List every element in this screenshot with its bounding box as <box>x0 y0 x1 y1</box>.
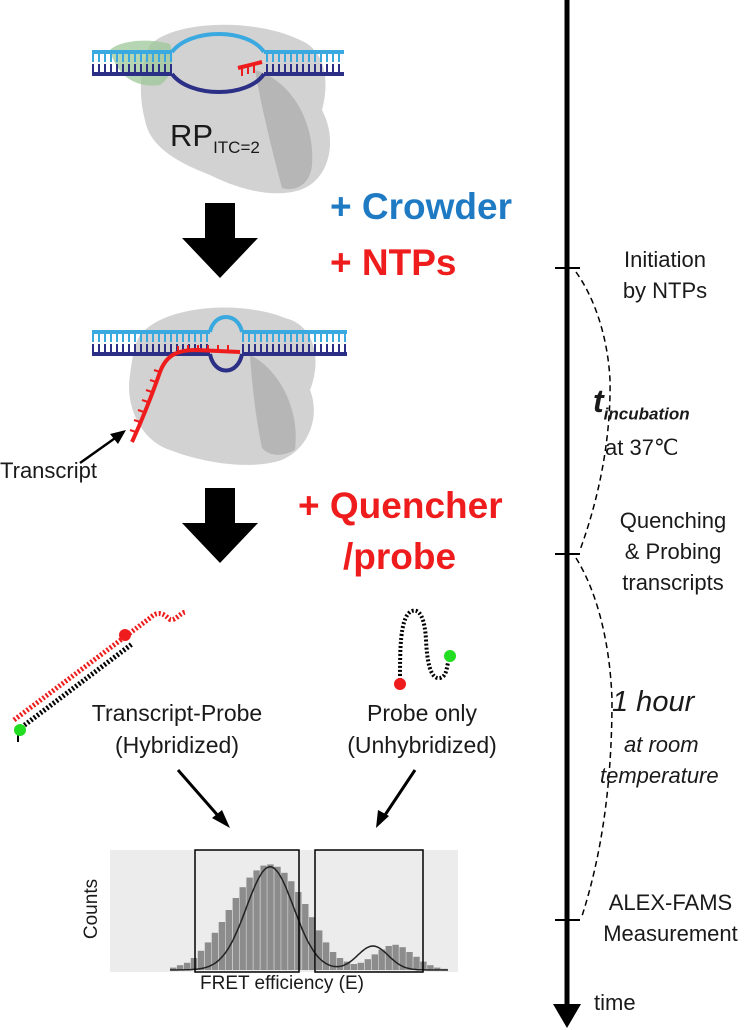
acceptor-dye <box>119 629 131 641</box>
event-incubation: tincubation <box>593 383 690 424</box>
unhybridized-caption-line2: (Unhybridized) <box>347 732 497 758</box>
histogram-bar <box>197 950 205 970</box>
transcript-label: Transcript <box>0 458 97 483</box>
histogram-bar <box>309 917 316 970</box>
unhybridized-window <box>314 849 424 973</box>
time-axis-arrowhead <box>553 1004 581 1028</box>
histogram-bar <box>267 864 274 970</box>
event-measure-line1: ALEX-FAMS <box>608 890 733 915</box>
event-initiation: Initiation by NTPs <box>590 244 740 306</box>
histogram-bar <box>399 947 406 970</box>
event-hour-line3: temperature <box>600 763 719 788</box>
hybridized-caption-line2: (Hybridized) <box>115 732 239 758</box>
incubation-sub: incubation <box>603 404 690 424</box>
rp-complex-middle <box>79 307 347 465</box>
event-quench-line2: & Probing <box>624 539 722 564</box>
histogram-bar <box>413 956 420 970</box>
hour-brace <box>575 557 613 917</box>
event-measure: ALEX-FAMS Measurement <box>585 887 756 949</box>
histogram-bar <box>239 887 246 970</box>
histogram-bar <box>176 965 184 970</box>
histogram-bar <box>225 910 232 970</box>
polymerase-shade <box>250 355 296 455</box>
donor-dye <box>14 724 26 736</box>
unhybridized-probe <box>394 608 456 690</box>
histogram-bar <box>434 967 441 970</box>
rp-complex-top <box>92 24 344 194</box>
time-axis-label: time <box>594 990 636 1015</box>
event-hour-line2: at room <box>624 732 699 757</box>
step-ntps: + NTPs <box>330 242 457 283</box>
step-quencher: + Quencher <box>298 485 503 526</box>
event-initiation-line2: by NTPs <box>622 278 708 303</box>
histogram-bar <box>322 942 330 970</box>
gaussian-fit-curve <box>170 866 448 971</box>
histogram-bar <box>350 964 358 970</box>
histogram-bar <box>204 942 212 970</box>
hybridized-caption-line1: Transcript-Probe <box>91 700 263 726</box>
histogram-bar <box>170 967 177 970</box>
histogram-bar <box>274 866 281 970</box>
complex-label-sub: ITC=2 <box>213 138 260 158</box>
hybridized-probe <box>12 609 187 742</box>
donor-dye <box>444 650 456 662</box>
down-arrow-2 <box>182 488 258 563</box>
event-incubation-temp: at 37℃ <box>605 435 679 460</box>
histogram-bar <box>260 865 267 970</box>
down-arrow-1 <box>182 203 258 278</box>
histogram-bar <box>364 959 371 970</box>
event-initiation-line1: Initiation <box>624 247 706 272</box>
histogram-bar <box>183 962 191 970</box>
histogram-xlabel: FRET efficiency (E) <box>200 973 365 994</box>
hybridized-caption: Transcript-Probe (Hybridized) <box>62 697 292 761</box>
complex-label: RPITC=2 <box>170 118 260 158</box>
fret-histogram <box>110 849 458 973</box>
histogram-bar <box>406 952 413 970</box>
histogram-bar <box>392 944 399 970</box>
unhybridized-caption: Probe only (Unhybridized) <box>322 697 522 761</box>
event-quench: Quenching & Probing transcripts <box>590 505 756 598</box>
histogram-bar <box>371 954 378 970</box>
hybridized-window <box>194 849 300 973</box>
histogram-bar <box>329 952 337 970</box>
sigma-factor <box>110 40 173 86</box>
histogram-bar <box>316 930 323 970</box>
histogram-bar <box>427 965 434 970</box>
histogram-bar <box>288 881 295 970</box>
histogram-bar <box>385 946 392 970</box>
incubation-t: t <box>593 383 604 419</box>
incubation-brace <box>575 271 611 551</box>
event-quench-line1: Quenching <box>619 508 727 533</box>
histogram-bar <box>336 958 344 970</box>
step-probe: /probe <box>343 536 457 577</box>
histogram-bar <box>281 872 288 970</box>
histogram-bar <box>211 932 219 970</box>
acceptor-dye <box>394 678 406 690</box>
polymerase-shade <box>255 70 313 190</box>
histogram-bar <box>343 961 351 970</box>
histogram-bar <box>246 877 253 970</box>
histogram-ylabel: Counts <box>81 878 103 940</box>
timeline <box>553 0 613 1028</box>
complex-label-main: RP <box>170 118 214 153</box>
event-measure-line2: Measurement <box>603 921 738 946</box>
event-hour: 1 hour <box>612 686 695 718</box>
histogram-bar <box>190 958 198 970</box>
histogram-bar <box>218 922 226 970</box>
unhybridized-caption-line1: Probe only <box>367 700 477 726</box>
step-crowder: + Crowder <box>330 186 512 227</box>
event-quench-line3: transcripts <box>622 570 724 595</box>
histogram-bar <box>357 962 364 970</box>
histogram-bar <box>378 949 385 970</box>
histogram-bar <box>253 870 260 970</box>
